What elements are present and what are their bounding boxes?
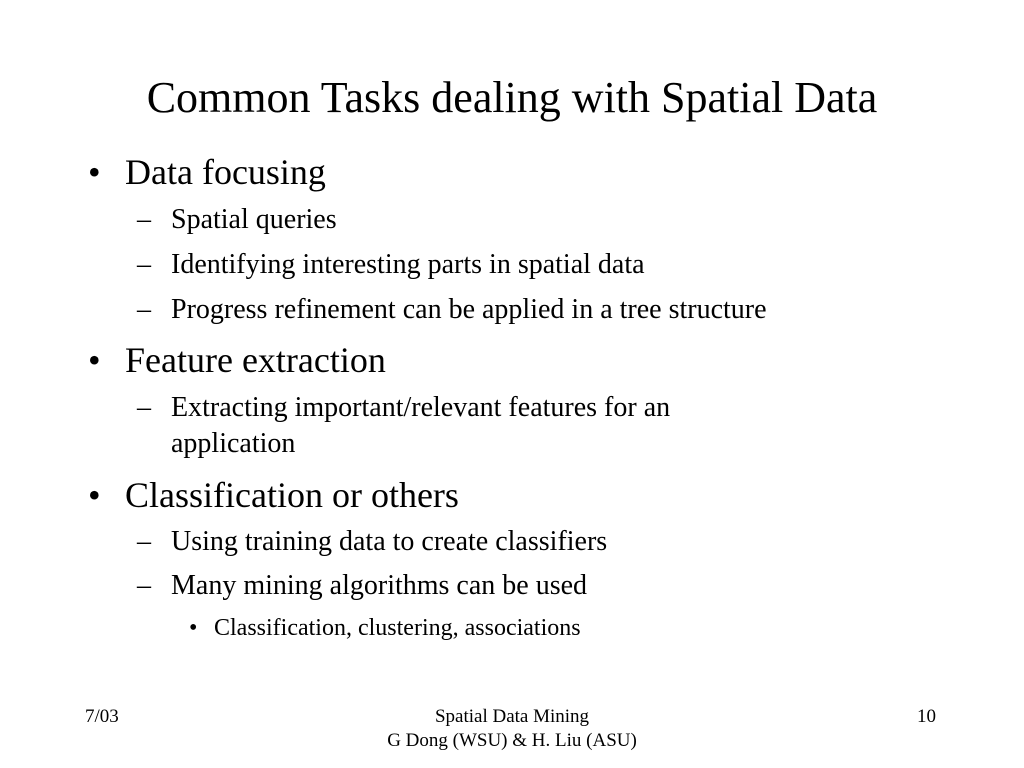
sub-bullet-text: Identifying interesting parts in spatial… [171,249,645,280]
bullet-feature-extraction: • Feature extraction [88,340,386,380]
sub-bullet-mining-algorithms: – Many mining algorithms can be used [137,568,588,604]
bullet-marker: • [88,475,101,515]
bullet-text: Data focusing [125,152,326,192]
bullet-marker: • [88,152,101,192]
bullet-marker: • [88,340,101,380]
sub-bullet-identifying-parts: – Identifying interesting parts in spati… [137,247,645,283]
dash-marker: – [137,392,151,423]
sub-bullet-text-line1: Extracting important/relevant features f… [171,392,671,423]
sub-bullet-extracting-features: – Extracting important/relevant features… [137,390,671,426]
bullet-classification: • Classification or others [88,475,459,515]
sub-bullet-extracting-features-continued: application [171,426,295,462]
bullet-marker: • [189,615,198,641]
bullet-text: Classification or others [125,475,459,515]
footer-title-line2: G Dong (WSU) & H. Liu (ASU) [387,730,637,751]
dash-marker: – [137,249,151,280]
sub-bullet-spatial-queries: – Spatial queries [137,202,337,238]
dash-marker: – [137,526,151,557]
sub-bullet-training-data: – Using training data to create classifi… [137,524,608,560]
footer-title: Spatial Data Mining G Dong (WSU) & H. Li… [312,705,712,753]
dash-marker: – [137,570,151,601]
footer-page-number: 10 [917,706,936,727]
dash-marker: – [137,294,151,325]
sub-bullet-text: Many mining algorithms can be used [171,570,588,601]
sub-sub-bullet-text: Classification, clustering, associations [214,615,581,641]
sub-bullet-text: Progress refinement can be applied in a … [171,294,767,325]
footer-title-line1: Spatial Data Mining [434,706,590,727]
bullet-data-focusing: • Data focusing [88,152,326,192]
slide-title: Common Tasks dealing with Spatial Data [146,73,878,122]
sub-bullet-text: Spatial queries [171,204,337,235]
sub-bullet-text: Using training data to create classifier… [171,526,608,557]
bullet-text: Feature extraction [125,340,386,380]
dash-marker: – [137,204,151,235]
sub-sub-bullet-classification-list: • Classification, clustering, associatio… [189,613,581,643]
sub-bullet-text-line2: application [171,428,296,459]
sub-bullet-progress-refinement: – Progress refinement can be applied in … [137,292,767,328]
footer-date: 7/03 [85,706,119,727]
